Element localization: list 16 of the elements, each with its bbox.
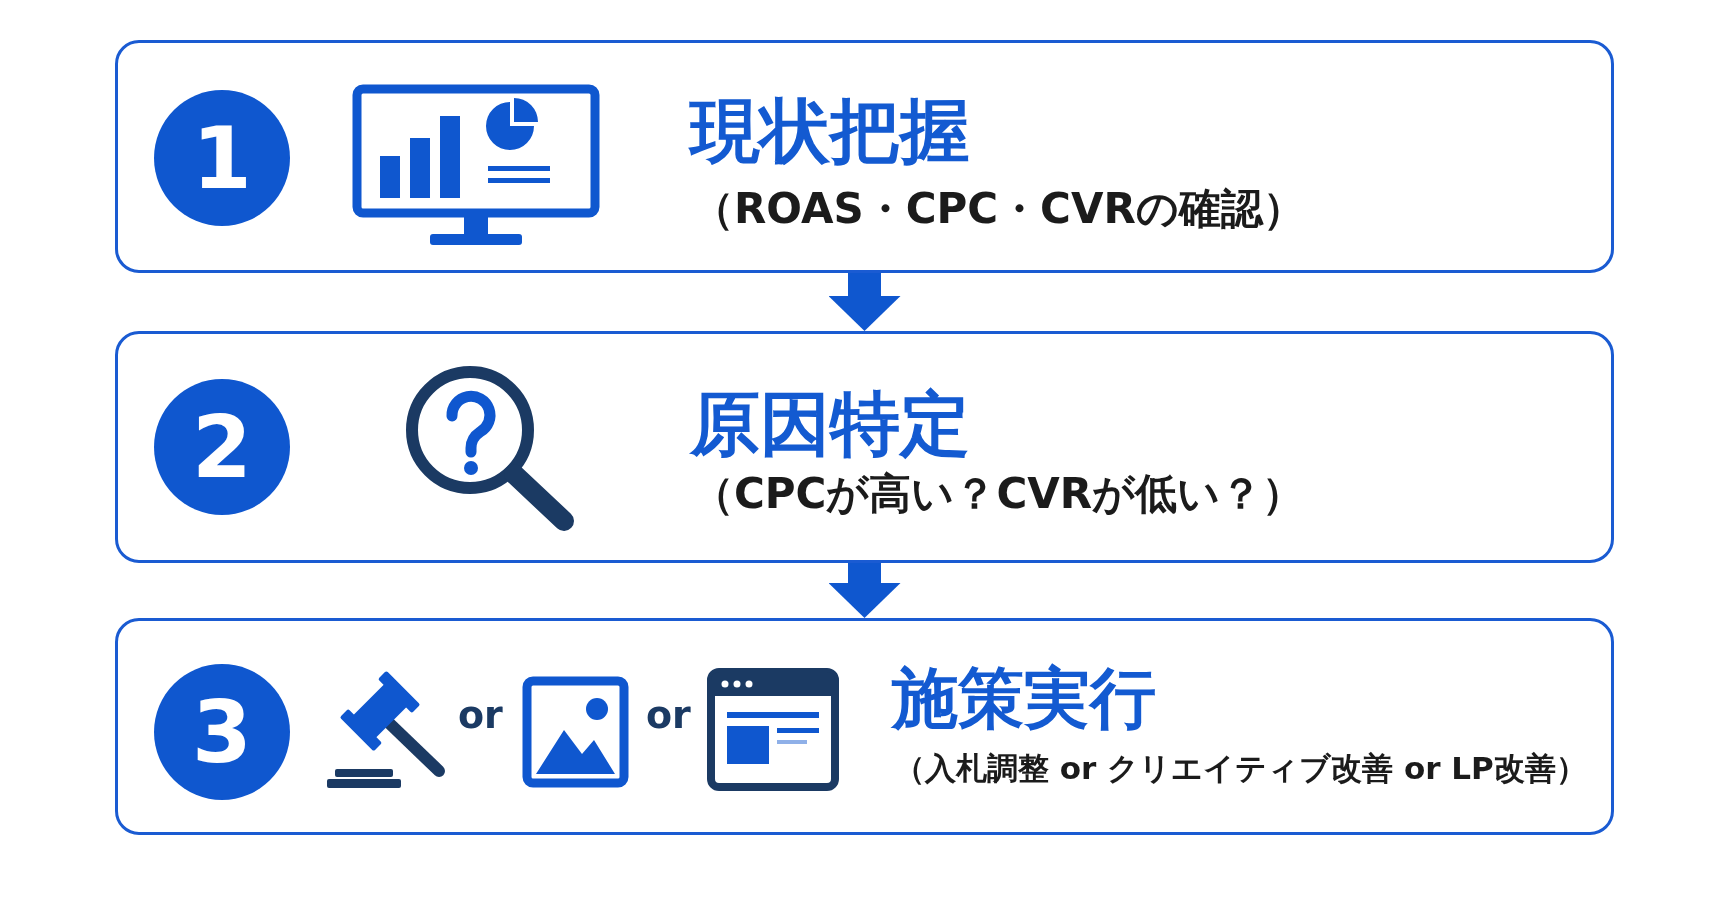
step-number-circle: 1: [154, 90, 290, 226]
step-panel: [115, 40, 1614, 273]
step-title: 現状把握: [690, 91, 970, 172]
step-title: 原因特定: [690, 384, 970, 465]
or-label: or: [646, 694, 691, 738]
or-label: or: [458, 694, 503, 738]
step-description: （入札調整 or クリエイティブ改善 or LP改善）: [894, 751, 1587, 787]
down-arrow: [828, 563, 901, 618]
step-number-circle: 2: [154, 379, 290, 515]
step-panel: [115, 618, 1614, 835]
step-description: （ROAS・CPC・CVRの確認）: [692, 185, 1305, 234]
step-number-circle: 3: [154, 664, 290, 800]
step-panel: [115, 331, 1614, 563]
step-title: 施策実行: [892, 661, 1156, 737]
down-arrow: [828, 273, 901, 331]
step-description: （CPCが高い？CVRが低い？）: [692, 470, 1305, 519]
